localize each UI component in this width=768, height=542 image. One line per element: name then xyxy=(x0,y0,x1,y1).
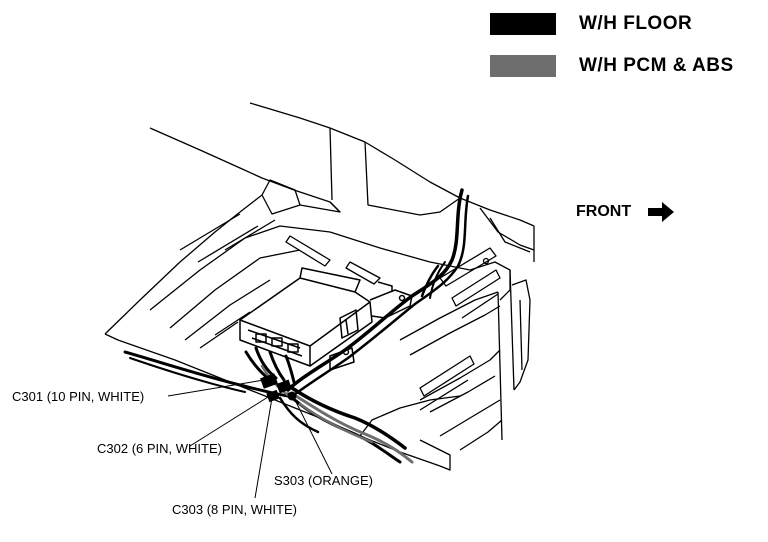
legend-swatch-pcm-abs xyxy=(490,55,556,77)
control-module xyxy=(239,267,413,371)
connectors xyxy=(260,373,297,403)
callout-c303: C303 (8 PIN, WHITE) xyxy=(172,502,297,517)
floor-panel xyxy=(104,102,535,471)
legend-label-pcm-abs: W/H PCM & ABS xyxy=(579,55,734,76)
front-label: FRONT xyxy=(576,203,632,220)
callout-c302: C302 (6 PIN, WHITE) xyxy=(97,441,222,456)
callout-c301: C301 (10 PIN, WHITE) xyxy=(12,389,145,404)
legend-swatch-floor xyxy=(490,13,556,35)
right-arrow-icon xyxy=(648,202,674,222)
legend-label-floor: W/H FLOOR xyxy=(579,13,693,34)
leader-lines xyxy=(167,379,333,499)
callout-s303: S303 (ORANGE) xyxy=(274,473,373,488)
